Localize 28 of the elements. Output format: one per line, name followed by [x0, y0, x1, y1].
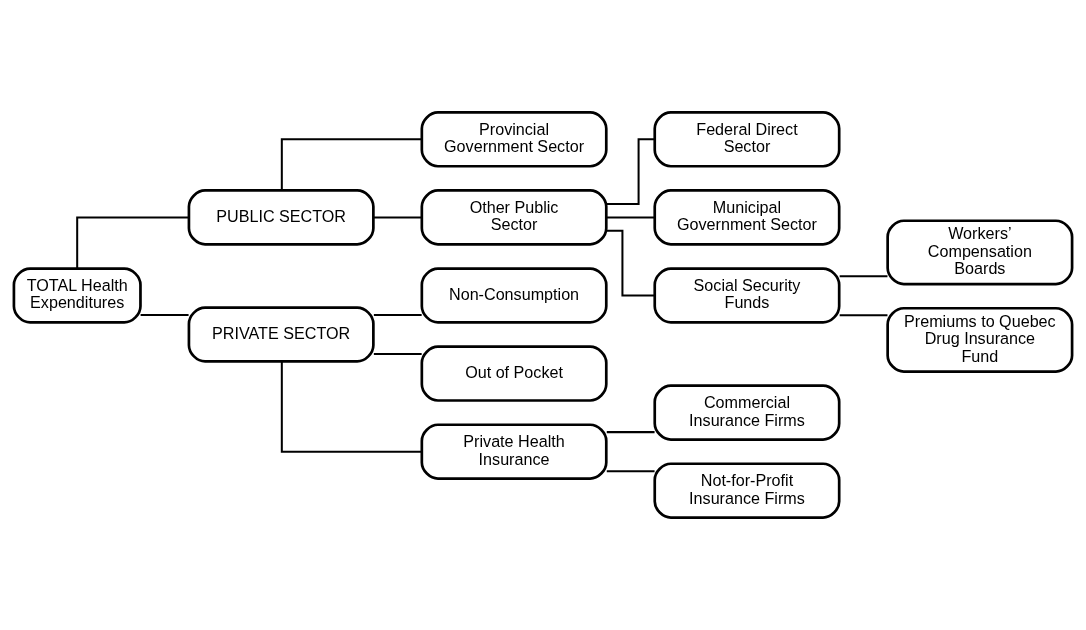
node-box: PRIVATE SECTOR — [187, 306, 375, 363]
node-box: Not-for-Profit Insurance Firms — [653, 462, 841, 519]
node-box: Municipal Government Sector — [653, 189, 841, 246]
connector — [373, 314, 422, 316]
node-box: Provincial Government Sector — [420, 111, 608, 168]
node-box: Private Health Insurance — [420, 423, 608, 480]
connector — [606, 216, 655, 219]
connector — [606, 470, 655, 473]
connector — [280, 138, 422, 191]
node-box: TOTAL Health Expenditures — [12, 267, 142, 324]
connector — [76, 216, 189, 269]
connector — [280, 361, 422, 453]
node-box: Non-Consumption — [420, 267, 608, 324]
node-box: Premiums to Quebec Drug Insurance Fund — [886, 306, 1074, 373]
node-box: Out of Pocket — [420, 345, 608, 402]
node-box: Federal Direct Sector — [653, 111, 841, 168]
node-box: PUBLIC SECTOR — [187, 189, 375, 246]
connector — [373, 353, 422, 356]
node-box: Commercial Insurance Firms — [653, 384, 841, 441]
node-box: Workers’ Compensation Boards — [886, 219, 1074, 286]
connector — [606, 431, 655, 434]
node-box: Social Security Funds — [653, 267, 841, 324]
connector — [839, 314, 888, 317]
node-box: Other Public Sector — [420, 189, 608, 246]
connector — [839, 275, 888, 278]
connector — [373, 216, 422, 219]
connector — [140, 314, 189, 316]
connector — [606, 229, 655, 297]
